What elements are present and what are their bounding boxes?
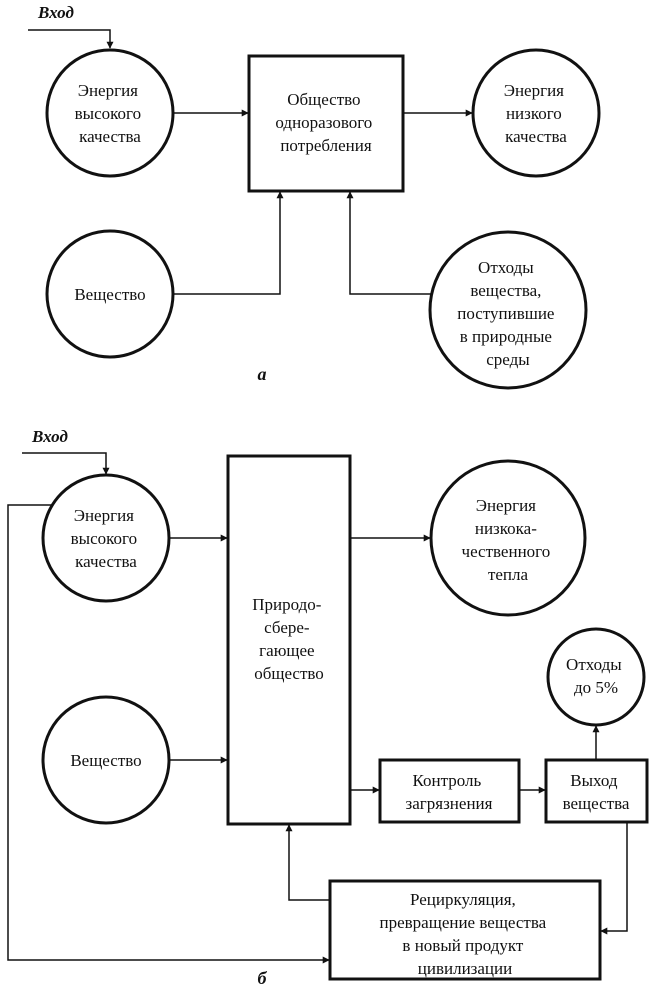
b-society-label: Природо- сбере- гающее общество [252, 595, 325, 683]
b-matter-label: Вещество [70, 751, 141, 770]
b-arrow-output-to-recycling [600, 822, 628, 935]
a-input-label: Вход [37, 3, 74, 22]
a-high-energy-node: Энергия высокого качества [45, 48, 175, 178]
a-low-energy-label: Энергия низкого качества [504, 81, 569, 146]
a-matter-node: Вещество [45, 229, 175, 359]
b-low-heat-label: Энергия низкока- чественного тепла [462, 496, 555, 584]
a-input-arrow [28, 29, 114, 49]
b-low-heat-node: Энергия низкока- чественного тепла [429, 459, 587, 617]
b-panel-label: б [258, 968, 268, 988]
b-pollution-control-label: Контроль загрязнения [406, 771, 493, 813]
b-waste-label: Отходы до 5% [566, 655, 626, 697]
b-high-energy-node: Энергия высокого качества [41, 473, 171, 603]
diagram-b: Вход Энергия высокого качества Природо- … [7, 427, 649, 988]
a-society-label: Общество одноразового потребления [275, 90, 376, 155]
b-recycling-label: Рециркуляция, превращение вещества в нов… [380, 890, 551, 978]
a-matter-label: Вещество [74, 285, 145, 304]
a-waste-label: Отходы вещества, поступившие в природные… [457, 258, 558, 369]
a-society-node: Общество одноразового потребления [247, 54, 405, 193]
diagram-a: Вход Энергия высокого качества Общество … [28, 3, 601, 390]
b-matter-node: Вещество [41, 695, 171, 825]
b-recycling-node: Рециркуляция, превращение вещества в нов… [328, 879, 602, 981]
b-society-node: Природо- сбере- гающее общество [226, 454, 352, 826]
a-arrow-matter-to-society [173, 191, 284, 295]
b-arrow-recycling-to-society [285, 824, 330, 901]
a-waste-node: Отходы вещества, поступившие в природные… [428, 230, 588, 390]
a-low-energy-node: Энергия низкого качества [471, 48, 601, 178]
a-arrow-waste-to-society [346, 191, 432, 295]
a-panel-label: а [258, 364, 267, 384]
a-high-energy-label: Энергия высокого качества [75, 81, 146, 146]
b-waste-node: Отходы до 5% [546, 627, 646, 727]
b-matter-output-node: Выход вещества [544, 758, 649, 824]
b-input-label: Вход [31, 427, 68, 446]
b-pollution-control-node: Контроль загрязнения [378, 758, 521, 824]
b-matter-output-label: Выход вещества [563, 771, 630, 813]
b-high-energy-label: Энергия высокого качества [71, 506, 142, 571]
b-input-arrow [22, 452, 110, 475]
b-arrow-energy-loop-to-recycling [7, 504, 330, 964]
